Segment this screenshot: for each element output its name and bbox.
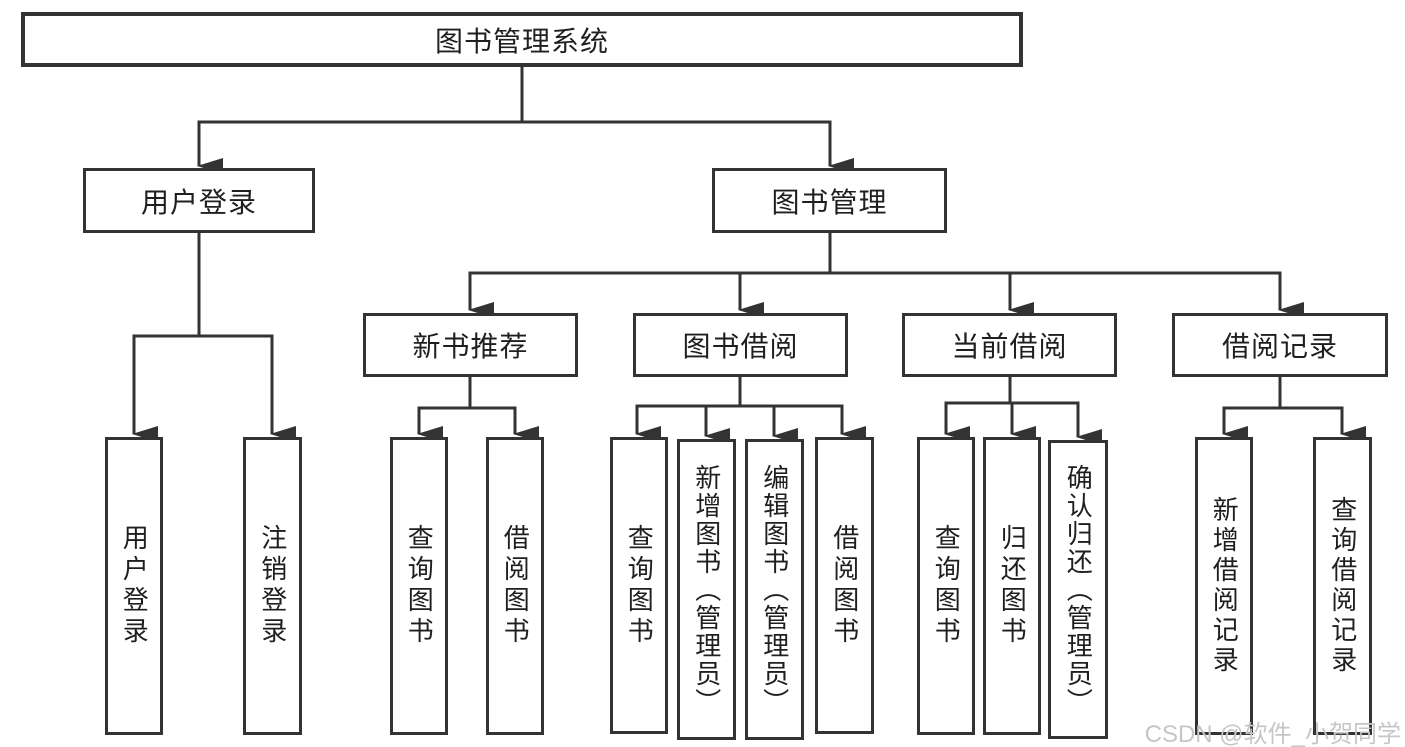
leaf-record-add-borrow-record: 新增借阅记录 (1195, 437, 1253, 735)
leaf-borrow-query-books: 查询图书 (610, 437, 668, 734)
watermark: CSDN @软件_小贺同学 (1144, 721, 1401, 747)
connector-current-leaves (944, 377, 1080, 405)
leaf-current-return-books: 归还图书 (983, 437, 1041, 735)
connector-record-leaves (1222, 377, 1344, 410)
leaf-current-confirm-return-admin: 确认归还（管理员） (1048, 440, 1108, 739)
node-module-book-borrow: 图书借阅 (633, 313, 848, 377)
leaf-newbook-query-books: 查询图书 (390, 437, 448, 735)
node-branch-book-management: 图书管理 (712, 168, 947, 233)
leaf-borrow-add-books-admin: 新增图书（管理员） (677, 439, 736, 740)
leaf-user-login: 用户登录 (105, 437, 163, 735)
node-module-current-borrow: 当前借阅 (902, 313, 1117, 377)
leaf-newbook-borrow-books: 借阅图书 (486, 437, 544, 735)
leaf-record-query-borrow-record: 查询借阅记录 (1313, 437, 1372, 735)
connector-user-leaves (132, 233, 274, 338)
node-root: 图书管理系统 (21, 12, 1023, 67)
connector-root-branches (197, 66, 832, 124)
connector-modules (468, 233, 1282, 275)
leaf-logout-login: 注销登录 (243, 437, 302, 735)
node-branch-user-login: 用户登录 (83, 168, 315, 233)
leaf-borrow-borrow-books: 借阅图书 (815, 437, 874, 734)
node-module-borrow-record: 借阅记录 (1172, 313, 1388, 377)
leaf-borrow-edit-books-admin: 编辑图书（管理员） (745, 439, 804, 740)
node-module-new-book-recommend: 新书推荐 (363, 313, 578, 377)
connector-newbook-leaves (417, 377, 517, 410)
connector-borrow-leaves (635, 377, 844, 408)
leaf-current-query-books: 查询图书 (917, 437, 975, 735)
